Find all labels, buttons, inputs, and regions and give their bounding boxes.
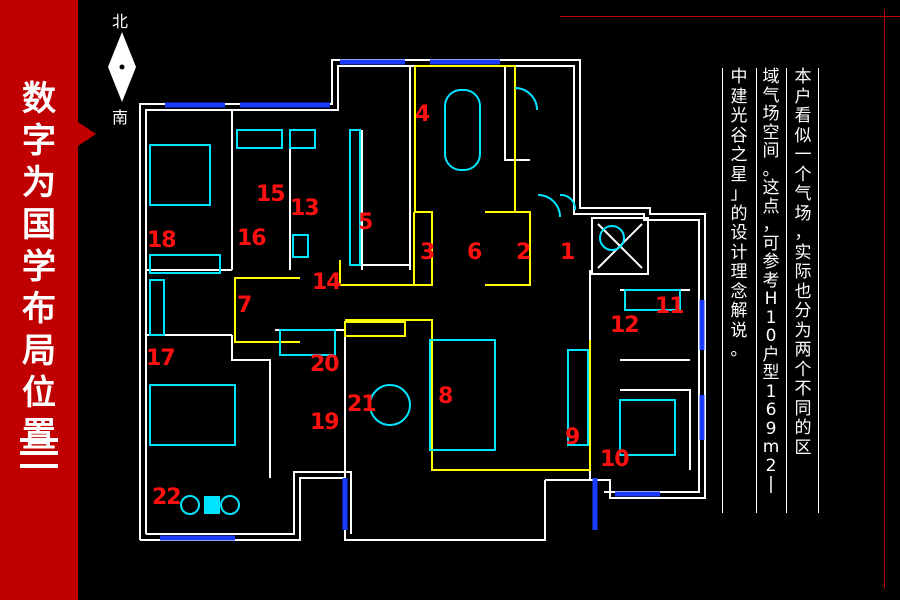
text-divider [722, 68, 723, 513]
sidebar-section-number-icon [20, 438, 58, 468]
text-divider [786, 68, 787, 513]
sidebar-panel [0, 0, 78, 600]
title-char: 数 [22, 79, 56, 119]
floor-plan [139, 59, 706, 541]
room-number: 17 [146, 346, 176, 371]
title-char: 国 [22, 205, 56, 245]
title-char: 学 [22, 247, 56, 287]
sidebar-title: 数 字 为 国 学 布 局 位 置 [18, 78, 60, 456]
description-column-3: 中建 光谷 之星 」的 设计 理念 解说 。 [730, 67, 748, 360]
room-number: 2 [516, 240, 531, 265]
room-number: 6 [467, 240, 482, 265]
room-number: 20 [310, 352, 340, 377]
room-number: 21 [347, 392, 377, 417]
sidebar-arrow [78, 122, 96, 146]
deco-line-top [560, 16, 900, 17]
room-number: 13 [290, 196, 320, 221]
title-char: 位 [22, 373, 56, 413]
description-column-1: 本户 看似 一个 气场 ，实 际也 分为 两个 不同 的区 [794, 67, 812, 458]
room-number: 15 [256, 182, 286, 207]
room-number: 12 [610, 313, 640, 338]
room-number: 8 [438, 384, 453, 409]
room-number: 10 [600, 447, 630, 472]
title-char: 字 [22, 121, 56, 161]
compass-north-label: 北 [112, 12, 129, 31]
room-number: 11 [655, 294, 685, 319]
room-number: 4 [415, 102, 430, 127]
room-number: 22 [152, 485, 182, 510]
room-number: 9 [565, 425, 580, 450]
text-divider [818, 68, 819, 513]
title-char: 置 [22, 415, 56, 455]
room-number: 14 [312, 270, 342, 295]
room-number: 18 [147, 228, 177, 253]
title-char: 为 [22, 163, 56, 203]
deco-line-right [884, 10, 885, 588]
text-divider [756, 68, 757, 513]
room-number: 7 [237, 293, 252, 318]
room-number: 1 [560, 240, 575, 265]
title-char: 局 [22, 331, 56, 371]
title-char: 布 [22, 289, 56, 329]
compass-icon [108, 32, 136, 102]
room-number: 19 [310, 410, 340, 435]
compass-south-label: 南 [112, 108, 129, 127]
room-number: 16 [237, 226, 267, 251]
room-number: 5 [358, 210, 373, 235]
room-number: 3 [420, 240, 435, 265]
